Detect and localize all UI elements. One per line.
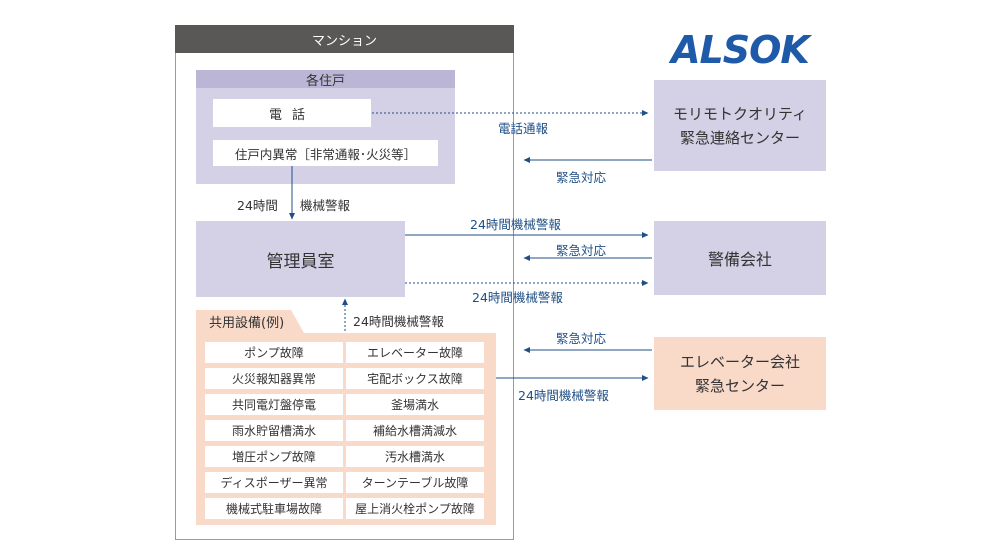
common-facilities-box: ポンプ故障 エレベーター故障 火災報知器異常 宅配ボックス故障 共同電灯盤停電 … [196, 333, 496, 525]
label-machine-alarm: 機械警報 [300, 198, 351, 213]
common-item: 屋上消火栓ポンプ故障 [346, 498, 484, 519]
label-phone-report: 電話通報 [498, 121, 549, 136]
common-item: ターンテーブル故障 [346, 472, 484, 493]
mansion-title: マンション [175, 25, 514, 53]
label-alarm-to-security: 24時間機械警報 [470, 217, 561, 232]
label-alarm-to-security-2: 24時間機械警報 [472, 290, 563, 305]
elevator-company-line2: 緊急センター [694, 376, 785, 395]
elevator-company-line1: エレベーター会社 [679, 352, 800, 371]
common-item: 共同電灯盤停電 [205, 394, 343, 415]
common-item: エレベーター故障 [346, 342, 484, 363]
alsok-logo: ALSOK [653, 28, 827, 72]
common-item: 火災報知器異常 [205, 368, 343, 389]
label-emergency-response-3: 緊急対応 [556, 331, 607, 346]
label-emergency-response-1: 緊急対応 [556, 170, 607, 185]
management-office-box: 管理員室 [196, 221, 405, 297]
elevator-company-box: エレベーター会社 緊急センター [654, 337, 826, 410]
unit-alarm-box: 住戸内異常［非常通報･火災等］ [213, 140, 438, 166]
common-facilities-title: 共用設備(例) [196, 310, 304, 333]
common-item: ポンプ故障 [205, 342, 343, 363]
common-item: 機械式駐車場故障 [205, 498, 343, 519]
alsok-logo-text: ALSOK [668, 30, 812, 70]
label-alarm-common: 24時間機械警報 [353, 314, 444, 329]
common-item: 雨水貯留槽満水 [205, 420, 343, 441]
emergency-center-line2: 緊急連絡センター [679, 128, 800, 147]
common-item: ディスポーザー異常 [205, 472, 343, 493]
label-emergency-response-2: 緊急対応 [556, 243, 607, 258]
common-item: 補給水槽満減水 [346, 420, 484, 441]
common-item: 汚水槽満水 [346, 446, 484, 467]
emergency-center-line1: モリモトクオリティ [672, 104, 808, 123]
label-alarm-to-elevator: 24時間機械警報 [518, 388, 609, 403]
common-item: 増圧ポンプ故障 [205, 446, 343, 467]
label-24h: 24時間 [237, 198, 278, 213]
units-title: 各住戸 [196, 70, 455, 89]
emergency-center-box: モリモトクオリティ 緊急連絡センター [654, 80, 826, 171]
common-item: 釜場満水 [346, 394, 484, 415]
security-company-box: 警備会社 [654, 221, 826, 295]
phone-box: 電話 [213, 99, 371, 127]
common-item: 宅配ボックス故障 [346, 368, 484, 389]
